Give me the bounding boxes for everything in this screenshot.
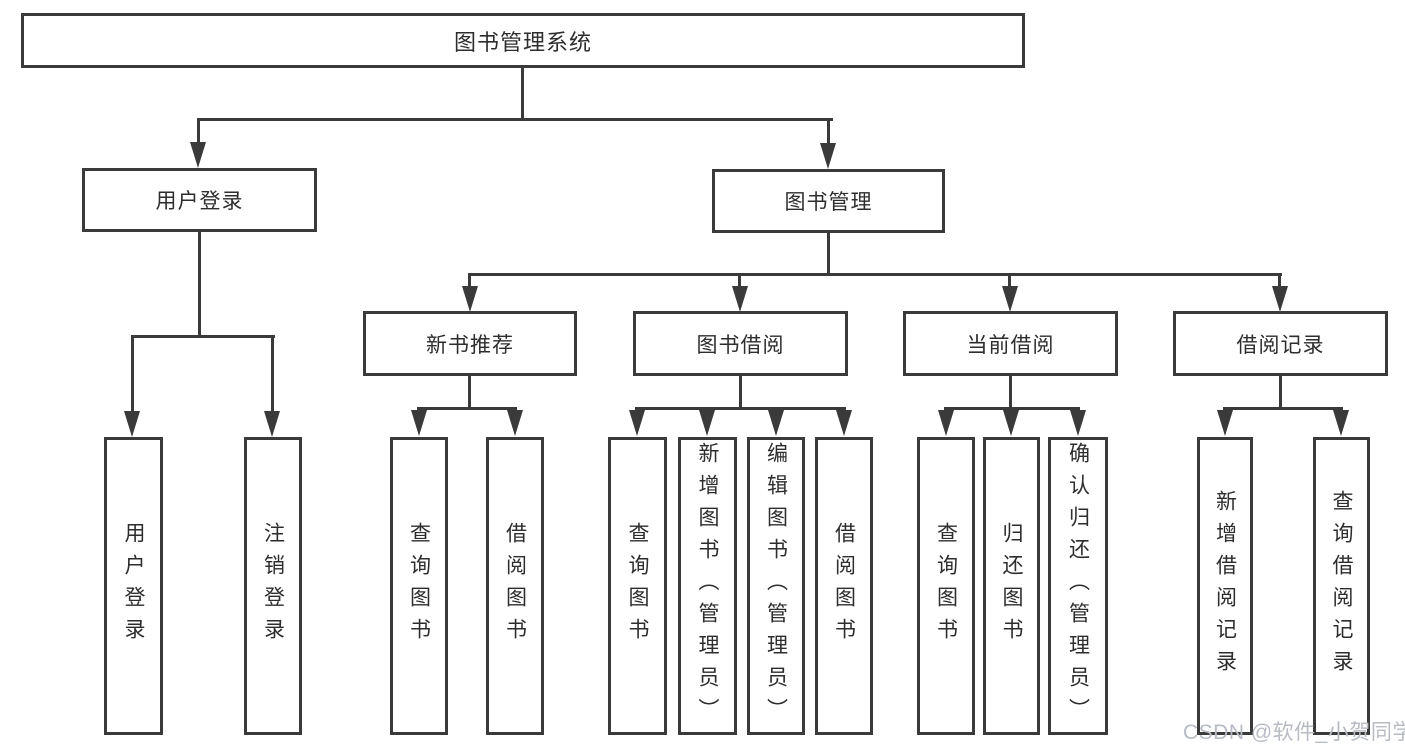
arrow-down-icon (190, 142, 206, 168)
leaf-current-query-books: 查询图书 (917, 437, 975, 735)
arrow-down-icon (836, 410, 852, 436)
leaf-add-book-admin-label: 新增图书（管理员） (696, 442, 719, 730)
arrow-down-icon (699, 410, 715, 436)
connector-v (197, 118, 200, 144)
connector-h (944, 407, 1080, 410)
connector-h (417, 407, 517, 410)
node-book-borrow-label: 图书借阅 (696, 333, 785, 357)
node-book-management-label: 图书管理 (784, 191, 873, 214)
node-book-management: 图书管理 (712, 169, 945, 233)
arrow-down-icon (462, 286, 478, 312)
arrow-down-icon (1272, 286, 1288, 312)
arrow-down-icon (768, 410, 784, 436)
leaf-edit-book-admin-label: 编辑图书（管理员） (764, 442, 788, 730)
node-current-borrow-label: 当前借阅 (966, 333, 1055, 357)
arrow-down-icon (1003, 410, 1019, 436)
connector-v (1279, 376, 1282, 409)
leaf-borrow-books-label: 借阅图书 (832, 522, 856, 650)
connector-v (738, 273, 741, 288)
connector-v (131, 335, 134, 412)
leaf-add-borrow-record: 新增借阅记录 (1197, 437, 1253, 735)
leaf-recommend-query-books-label: 查询图书 (407, 522, 431, 650)
node-user-login-label: 用户登录 (155, 190, 244, 213)
connector-v (739, 376, 742, 409)
arrow-down-icon (507, 410, 523, 436)
leaf-recommend-query-books: 查询图书 (390, 437, 448, 735)
connector-v (468, 376, 471, 409)
leaf-query-borrow-record: 查询借阅记录 (1313, 437, 1370, 735)
connector-v (468, 273, 471, 288)
connector-v (827, 118, 830, 145)
leaf-borrow-query-books: 查询图书 (608, 437, 667, 735)
leaf-query-borrow-record-label: 查询借阅记录 (1330, 490, 1353, 682)
connector-h (468, 273, 1282, 276)
node-book-borrow: 图书借阅 (633, 311, 848, 376)
leaf-recommend-borrow-books: 借阅图书 (486, 437, 544, 735)
leaf-logout-label: 注销登录 (261, 522, 285, 650)
node-new-book-recommend-label: 新书推荐 (426, 333, 514, 357)
node-library-system: 图书管理系统 (21, 13, 1025, 68)
node-current-borrow: 当前借阅 (903, 311, 1118, 376)
arrow-down-icon (1217, 410, 1233, 436)
connector-v (827, 233, 830, 276)
node-library-system-label: 图书管理系统 (453, 29, 592, 55)
leaf-return-books-label: 归还图书 (1000, 522, 1023, 650)
leaf-borrow-query-books-label: 查询图书 (626, 522, 649, 650)
connector-v (521, 68, 524, 121)
node-borrow-records-label: 借阅记录 (1236, 333, 1325, 357)
leaf-add-borrow-record-label: 新增借阅记录 (1213, 490, 1237, 682)
connector-v (198, 232, 201, 338)
connector-h (1223, 407, 1343, 410)
node-borrow-records: 借阅记录 (1173, 311, 1388, 376)
connector-v (271, 335, 274, 412)
arrow-down-icon (1333, 410, 1349, 436)
leaf-confirm-return-admin: 确认归还（管理员） (1048, 437, 1108, 735)
csdn-watermark: CSDN @软件_小贺同学 (1183, 721, 1405, 744)
arrow-down-icon (264, 411, 280, 437)
connector-h (131, 335, 275, 338)
arrow-down-icon (124, 411, 140, 437)
connector-v (1009, 376, 1012, 409)
arrow-down-icon (629, 410, 645, 436)
leaf-current-query-books-label: 查询图书 (934, 522, 958, 650)
leaf-user-login: 用户登录 (104, 437, 163, 735)
leaf-logout: 注销登录 (244, 437, 302, 735)
arrow-down-icon (820, 143, 836, 169)
connector-v (1278, 273, 1281, 288)
connector-h (197, 118, 833, 121)
leaf-add-book-admin: 新增图书（管理员） (678, 437, 737, 735)
leaf-user-login-label: 用户登录 (122, 522, 145, 650)
leaf-confirm-return-admin-label: 确认归还（管理员） (1066, 442, 1090, 730)
arrow-down-icon (938, 410, 954, 436)
arrow-down-icon (411, 410, 427, 436)
connector-h (635, 407, 846, 410)
arrow-down-icon (1070, 410, 1086, 436)
leaf-borrow-books: 借阅图书 (815, 437, 873, 735)
leaf-recommend-borrow-books-label: 借阅图书 (503, 522, 527, 650)
arrow-down-icon (732, 286, 748, 312)
node-user-login: 用户登录 (82, 168, 317, 232)
connector-v (1008, 273, 1011, 288)
arrow-down-icon (1002, 286, 1018, 312)
node-new-book-recommend: 新书推荐 (363, 311, 577, 376)
leaf-return-books: 归还图书 (983, 437, 1040, 735)
leaf-edit-book-admin: 编辑图书（管理员） (747, 437, 805, 735)
